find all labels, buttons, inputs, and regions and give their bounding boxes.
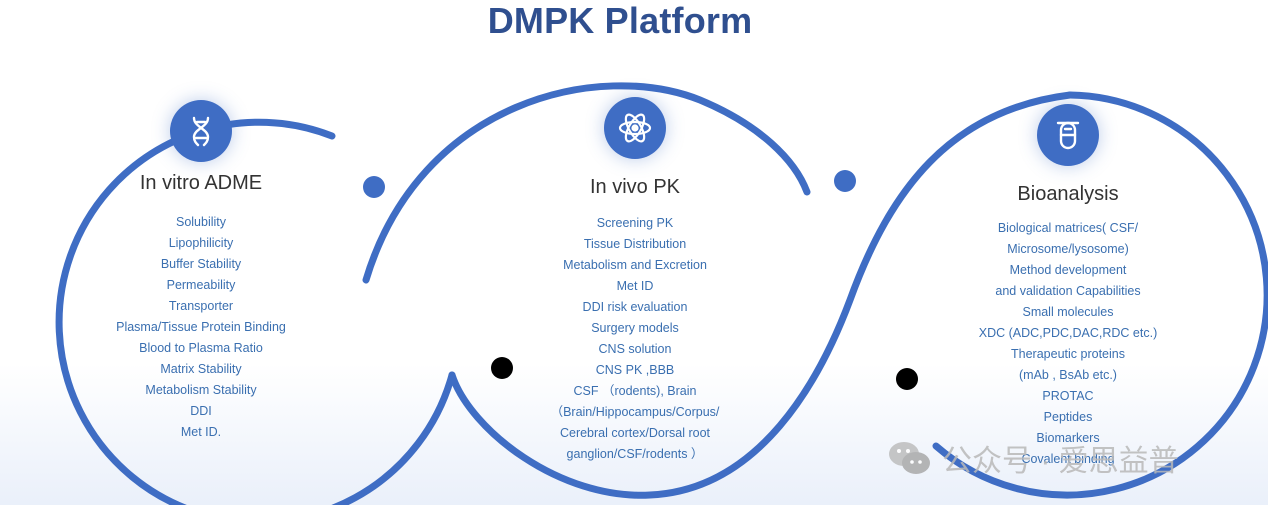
list-item: Microsome/lysosome) <box>1007 242 1129 256</box>
list-item: XDC (ADC,PDC,DAC,RDC etc.) <box>978 326 1158 340</box>
section-in-vivo-pk: In vivo PK Screening PK Tissue Distribut… <box>525 97 745 465</box>
list-item: Transporter <box>168 299 234 313</box>
list-item: Matrix Stability <box>160 362 242 376</box>
list-item: Biological matrices( CSF/ <box>997 221 1139 235</box>
list-item: Blood to Plasma Ratio <box>139 341 263 355</box>
list-item: Covalent binding <box>1021 452 1115 466</box>
list-item: PROTAC <box>1042 389 1094 403</box>
section-title: In vivo PK <box>589 176 681 198</box>
list-item: Tissue Distribution <box>583 237 687 251</box>
list-item: DDI risk evaluation <box>582 300 688 314</box>
wechat-icon <box>889 442 930 474</box>
list-item: Lipophilicity <box>168 236 234 250</box>
page-title: DMPK Platform <box>487 0 753 41</box>
list-item: CNS PK ,BBB <box>595 363 675 377</box>
list-item: （Brain/Hippocampus/Corpus/ <box>550 405 720 419</box>
arc-in-vivo-pk-bottom <box>448 91 1074 499</box>
list-item: Cerebral cortex/Dorsal root <box>559 426 711 440</box>
list-item: Method development <box>1009 263 1127 277</box>
connector-dot <box>363 176 385 198</box>
list-item: (mAb , BsAb etc.) <box>1019 368 1117 382</box>
list-item: Surgery models <box>591 321 679 335</box>
list-item: Solubility <box>175 215 227 229</box>
connector-dot <box>491 357 513 379</box>
test-tube-icon <box>1037 104 1099 166</box>
list-item: ganglion/CSF/rodents ） <box>566 447 704 461</box>
list-item: Peptides <box>1043 410 1093 424</box>
arc-bioanalysis <box>932 91 1268 499</box>
list-item: Small molecules <box>1022 305 1114 319</box>
list-item: CNS solution <box>598 342 672 356</box>
connector-dot <box>834 170 856 192</box>
atom-icon <box>604 97 666 159</box>
list-item: DDI <box>190 404 212 418</box>
section-bioanalysis: Bioanalysis Biological matrices( CSF/ Mi… <box>958 104 1178 470</box>
list-item: Biomarkers <box>1036 431 1100 445</box>
section-title: In vitro ADME <box>139 172 263 194</box>
list-item: Met ID. <box>180 425 222 439</box>
list-item: Metabolism Stability <box>145 383 257 397</box>
watermark: 公众号 · 爱思益普 <box>886 436 1179 480</box>
list-item: CSF （rodents), Brain <box>573 384 697 398</box>
list-item: Plasma/Tissue Protein Binding <box>116 320 286 334</box>
list-item: Met ID <box>616 279 654 293</box>
list-item: Metabolism and Excretion <box>563 258 707 272</box>
dna-icon <box>170 100 232 162</box>
section-in-vitro-adme: In vitro ADME Solubility Lipophilicity B… <box>90 100 312 443</box>
list-item: Therapeutic proteins <box>1011 347 1125 361</box>
watermark-text: 公众号 · 爱思益普 <box>942 445 1179 478</box>
section-title: Bioanalysis <box>1017 183 1119 205</box>
list-item: Screening PK <box>596 216 674 230</box>
arc-in-vivo-pk-left <box>362 82 811 284</box>
list-item: Permeability <box>166 278 236 292</box>
connector-dot <box>896 368 918 390</box>
list-item: and validation Capabilities <box>995 284 1141 298</box>
list-item: Buffer Stability <box>160 257 242 271</box>
